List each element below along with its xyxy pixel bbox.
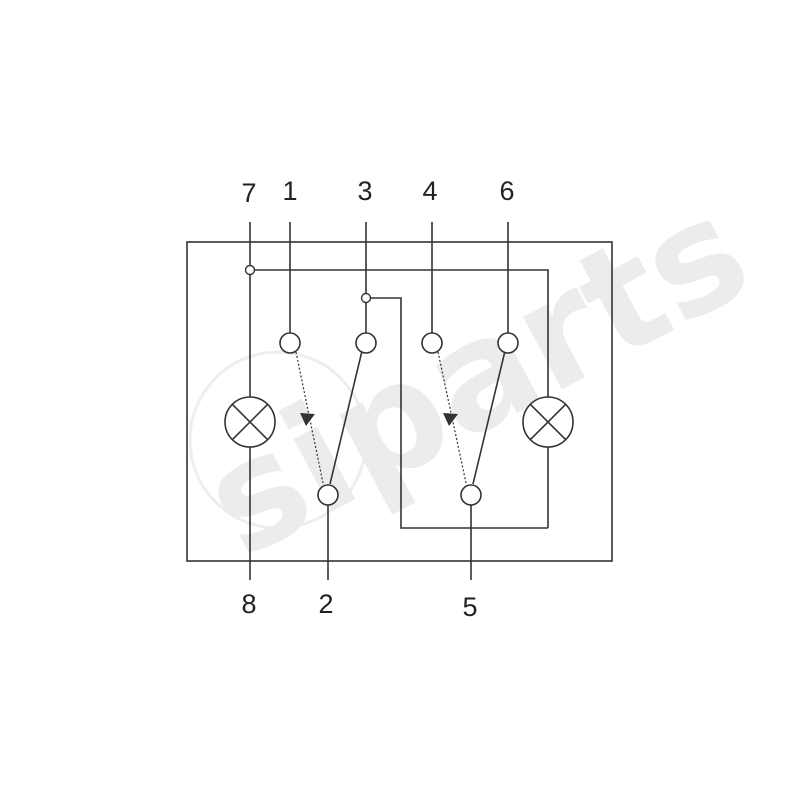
watermark-text: siparts — [177, 163, 775, 591]
switch-contact-icon — [279, 332, 301, 354]
switch-blade-left — [329, 350, 363, 485]
pin-label-1: 1 — [282, 176, 297, 206]
wires — [249, 222, 549, 580]
switch-contact-icon — [497, 332, 519, 354]
pin-label-6: 6 — [499, 176, 514, 206]
watermark-ring — [188, 350, 368, 530]
wire-top-bus — [250, 269, 549, 397]
junction-dot-icon — [244, 264, 256, 276]
pin-label-5: 5 — [462, 592, 477, 622]
pin-label-2: 2 — [318, 589, 333, 619]
pin-label-3: 3 — [357, 176, 372, 206]
lamp-icon — [522, 396, 574, 448]
switch-blade-right — [472, 350, 506, 485]
arrow-icon — [443, 413, 458, 426]
pin-label-7: 7 — [241, 178, 256, 208]
wire-pin3-bus — [366, 297, 548, 529]
pin-label-4: 4 — [422, 176, 437, 206]
switch-contact-icon — [355, 332, 377, 354]
lamp-icon — [224, 396, 276, 448]
switch-contact-icon — [421, 332, 443, 354]
watermark: siparts — [177, 163, 775, 591]
switch-housing — [186, 241, 613, 562]
junction-dot-icon — [360, 292, 372, 304]
switch-contact-icon — [460, 484, 482, 506]
switch-contact-icon — [317, 484, 339, 506]
pin-label-8: 8 — [241, 589, 256, 619]
arrow-icon — [300, 413, 315, 426]
